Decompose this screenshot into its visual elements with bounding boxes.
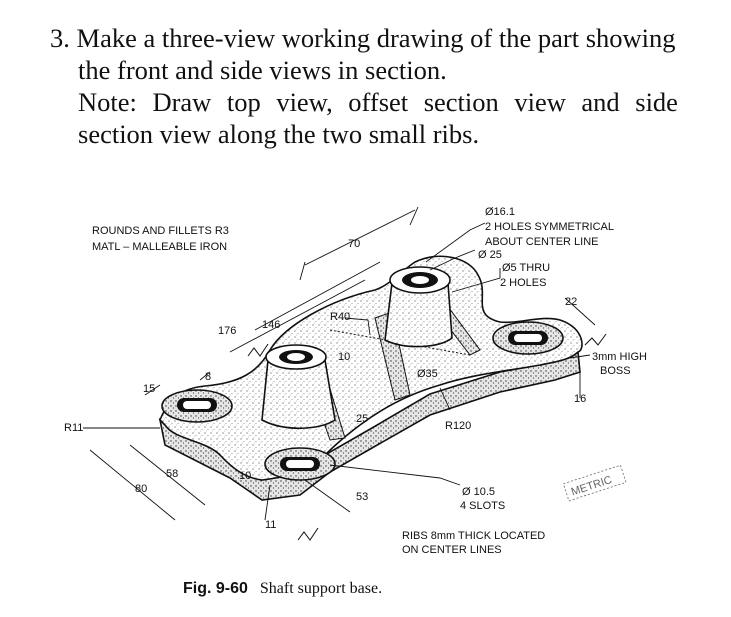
note-line-1: Note: Draw top view, offset section view…	[50, 86, 678, 118]
dim-70: 70	[348, 238, 360, 250]
note-word: top	[226, 87, 261, 117]
note-line-2: section view along the two small ribs.	[78, 119, 480, 149]
note-word: view	[514, 87, 566, 117]
dim-176: 176	[218, 325, 236, 337]
dim-15: 15	[143, 383, 155, 395]
figure-title: Shaft support base.	[259, 580, 383, 597]
dim-53: 53	[356, 491, 368, 503]
thru-hole-label-1: Ø5 THRU	[502, 262, 550, 274]
dim-16: 16	[574, 393, 586, 405]
dim-10-upper: 10	[338, 351, 350, 363]
hole-note-line-2: 2 HOLES SYMMETRICAL	[485, 221, 614, 233]
slot-boss-right	[492, 321, 564, 355]
question-line-1: 3. Make a three-view working drawing of …	[50, 23, 676, 53]
slot-note-line-2: 4 SLOTS	[460, 500, 505, 512]
boss-right	[384, 266, 453, 348]
dim-r40: R40	[330, 311, 350, 323]
base-plate	[158, 255, 583, 501]
dim-35: Ø35	[417, 368, 438, 380]
metric-stamp: METRIC	[562, 464, 627, 502]
dim-22: 22	[565, 296, 577, 308]
boss-left	[261, 344, 336, 430]
radius-120-label: R120	[445, 420, 471, 432]
figure-number: Fig. 9-60	[183, 580, 248, 597]
general-note-1: ROUNDS AND FILLETS R3	[92, 225, 229, 237]
dim-8: 8	[205, 371, 211, 383]
dim-58: 58	[166, 468, 178, 480]
note-word: offset	[348, 87, 409, 117]
finish-marks	[247, 333, 607, 541]
hole-note-line-3: ABOUT CENTER LINE	[485, 236, 599, 248]
metric-stamp-label: METRIC	[570, 474, 614, 498]
note-word: side	[635, 87, 678, 117]
hole-note-line-1: Ø16.1	[485, 206, 515, 218]
note-word: Draw	[152, 87, 212, 117]
dim-146: 146	[262, 319, 280, 331]
boss-diameter-label: Ø 25	[478, 249, 502, 261]
slot-boss-front	[264, 447, 336, 481]
rib-note-line-2: ON CENTER LINES	[402, 544, 502, 556]
slot-bosses	[161, 321, 564, 481]
note-word: view,	[276, 87, 333, 117]
dim-r11: R11	[64, 422, 83, 434]
dim-25: 25	[356, 413, 368, 425]
question-line-2: the front and side views in section.	[78, 55, 447, 85]
boss-height-label-2: BOSS	[600, 365, 631, 377]
general-note-2: MATL – MALLEABLE IRON	[92, 241, 227, 253]
slot-note-line-1: Ø 10.5	[462, 486, 495, 498]
rib-note-line-1: RIBS 8mm THICK LOCATED	[402, 530, 545, 542]
figure-caption: Fig. 9-60 Shaft support base.	[183, 580, 382, 598]
dim-10-lower: 10	[239, 470, 251, 482]
slot-boss-left	[161, 389, 233, 423]
thru-hole-label-2: 2 HOLES	[500, 277, 546, 289]
dim-11: 11	[265, 519, 276, 531]
question-text: 3. Make a three-view working drawing of …	[50, 22, 720, 150]
dim-80: 80	[135, 483, 147, 495]
boss-height-label-1: 3mm HIGH	[592, 351, 647, 363]
note-word: Note:	[78, 87, 137, 117]
note-word: section	[423, 87, 499, 117]
dimension-lines	[83, 206, 596, 521]
note-word: and	[581, 87, 620, 117]
